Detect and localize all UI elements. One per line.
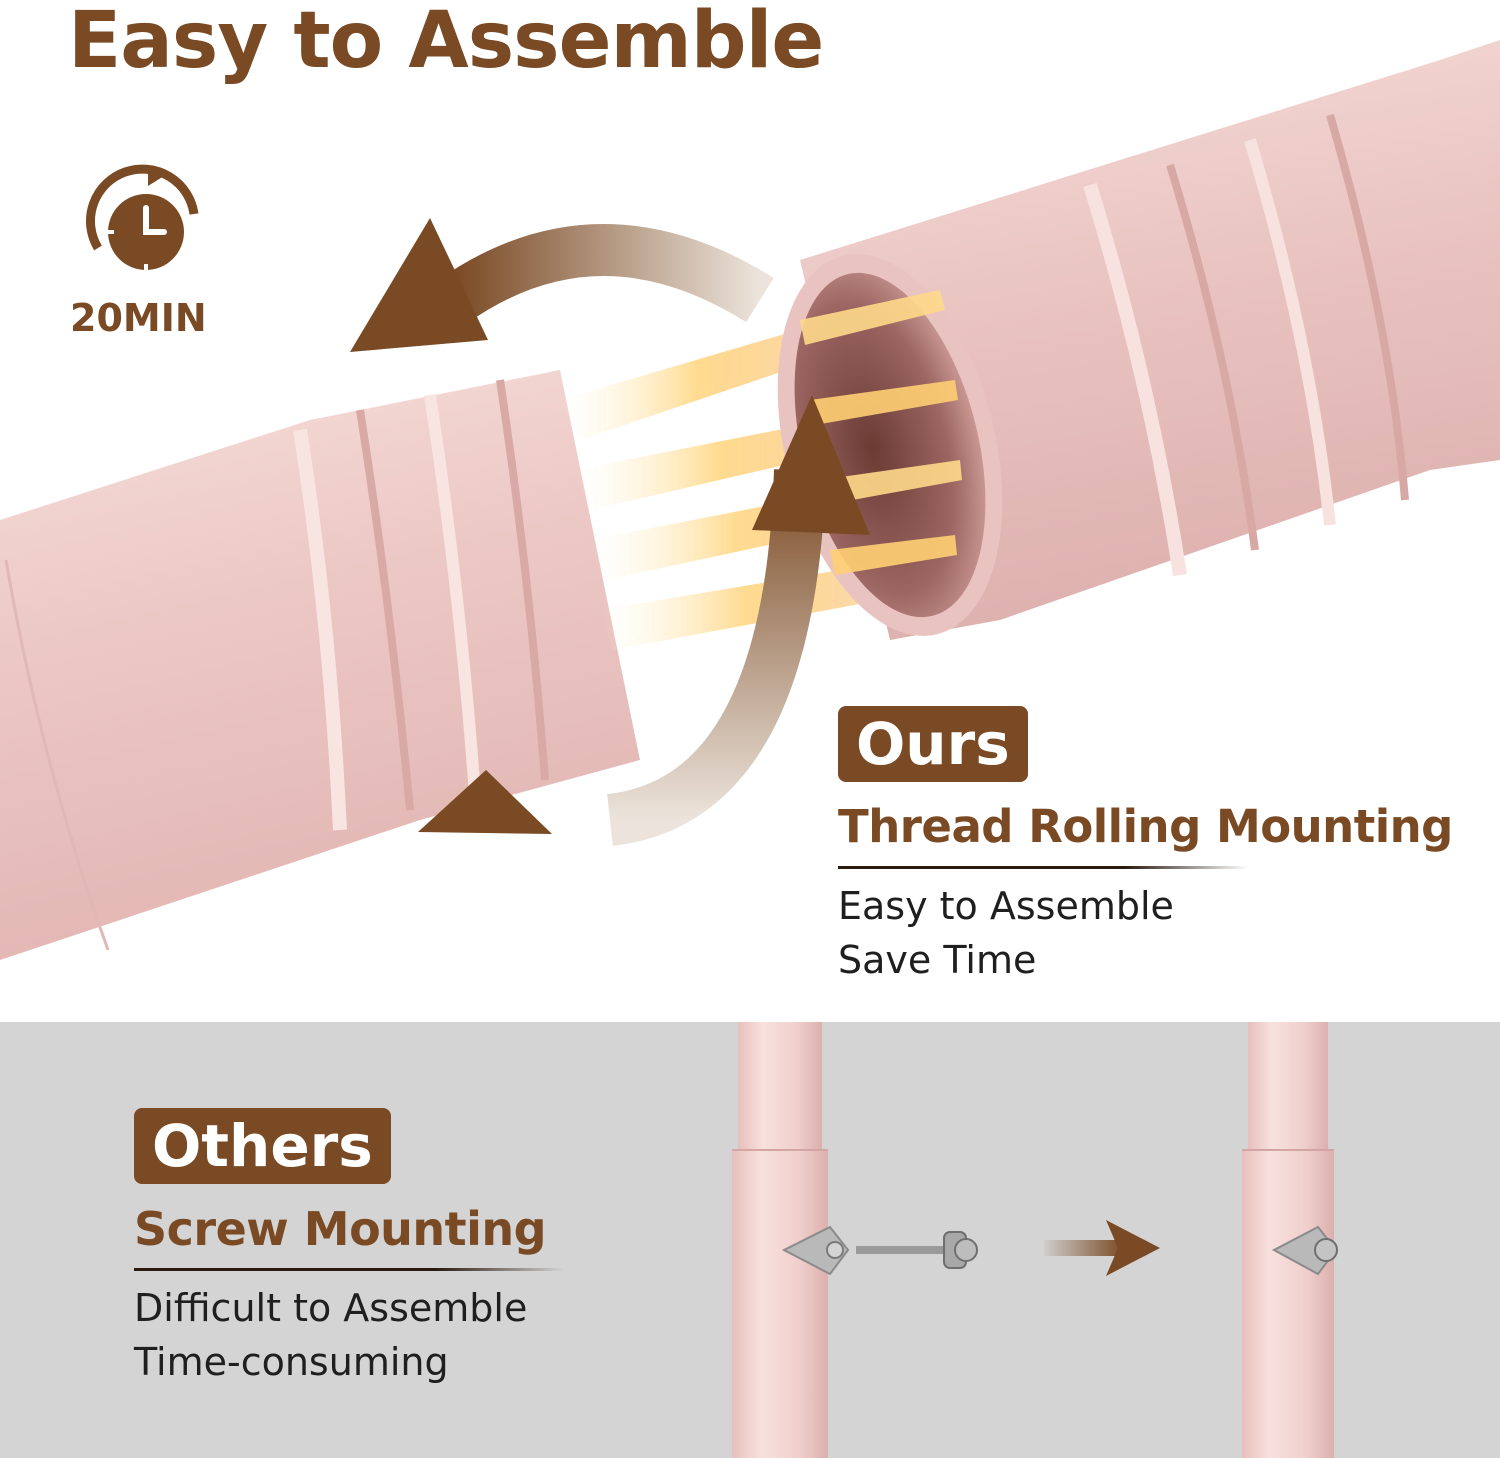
others-feature-1: Difficult to Assemble [134, 1286, 528, 1330]
screw-icon [781, 1225, 978, 1276]
ours-heading: Thread Rolling Mounting [838, 800, 1453, 853]
ours-feature-1: Easy to Assemble [838, 884, 1174, 928]
ours-badge: Ours [838, 706, 1028, 782]
arrow-right-icon [1044, 1220, 1160, 1276]
others-divider [134, 1268, 564, 1271]
ours-feature-2: Save Time [838, 938, 1037, 982]
others-badge: Others [134, 1108, 391, 1184]
others-panel [0, 1022, 1500, 1458]
ours-divider [838, 866, 1248, 869]
others-feature-2: Time-consuming [134, 1340, 449, 1384]
rotate-arrow-icon [350, 218, 870, 846]
screw-mounting-illustration [732, 1022, 1338, 1458]
assembled-screw-icon [1271, 1225, 1338, 1276]
thread-tube-illustration [0, 40, 1500, 960]
timer-label: 20MIN [70, 296, 207, 340]
clock-rotate-icon [86, 164, 199, 274]
page-title: Easy to Assemble [68, 0, 824, 86]
others-heading: Screw Mounting [134, 1202, 547, 1256]
